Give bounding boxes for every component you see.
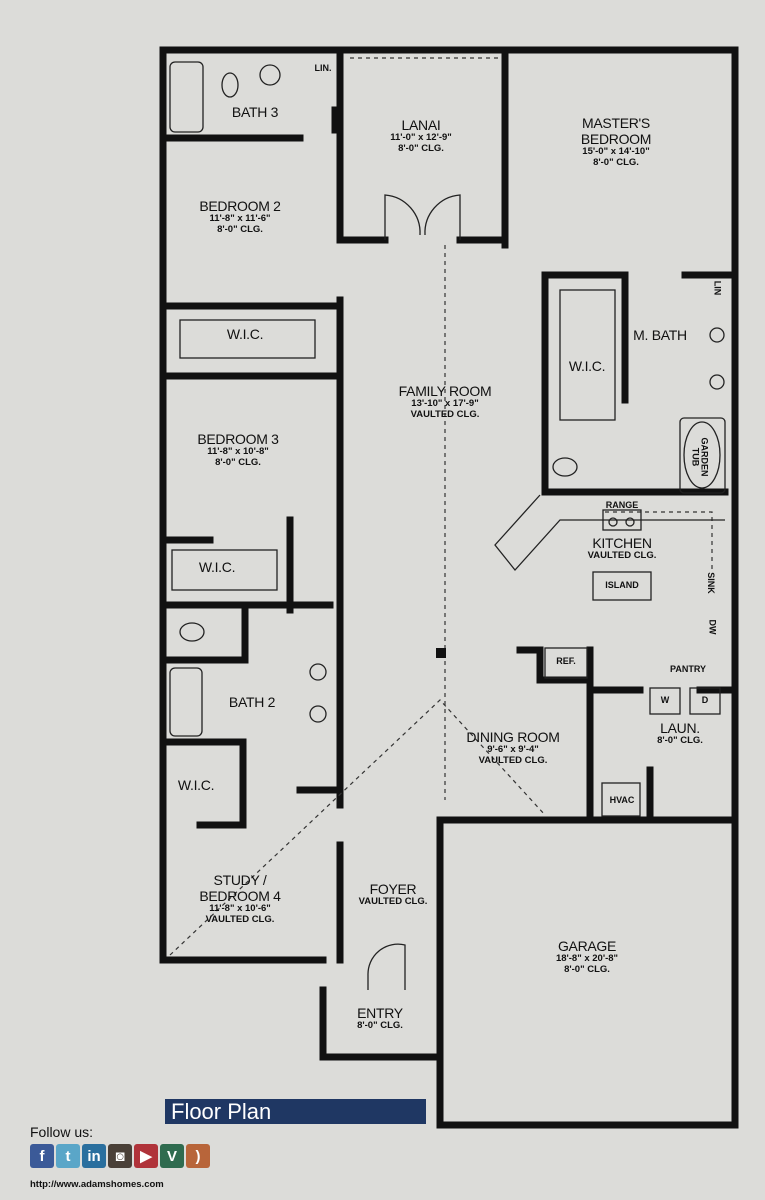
foyer-label: FOYER VAULTED CLG.	[359, 881, 428, 908]
family-room-ceiling: VAULTED CLG.	[410, 409, 480, 421]
study-size: 11'-8" x 10'-6"	[209, 903, 271, 915]
linen-closet-2-label: LIN	[712, 280, 723, 296]
kitchen-label: KITCHEN VAULTED CLG.	[588, 535, 657, 562]
social-icons: f t in ◙ ▶ V )	[30, 1144, 210, 1168]
master-bath-label: M. BATH	[633, 327, 687, 343]
bath-3-label: BATH 3	[231, 104, 279, 120]
family-room-label: FAMILY ROOM 13'-10" x 17'-9" VAULTED CLG…	[399, 383, 492, 421]
lanai-label: LANAI 11'-0" x 12'-9" 8'-0" CLG.	[390, 117, 452, 155]
washer-label: W	[660, 695, 670, 705]
garden-tub-name-1: GARDEN	[699, 437, 710, 477]
garden-tub-name-2: TUB	[690, 447, 701, 467]
laundry-name: LAUN.	[660, 720, 700, 736]
study-ceiling: VAULTED CLG.	[205, 914, 275, 926]
entry-name: ENTRY	[357, 1005, 403, 1021]
hvac-label: HVAC	[609, 795, 635, 805]
entry-label: ENTRY 8'-0" CLG.	[357, 1005, 403, 1032]
dining-room-ceiling: VAULTED CLG.	[478, 755, 548, 767]
garage-name: GARAGE	[557, 938, 617, 954]
vine-icon[interactable]: V	[160, 1144, 184, 1168]
master-name-2: BEDROOM	[580, 131, 652, 148]
garage-label: GARAGE 18'-8" x 20'-8" 8'-0" CLG.	[556, 938, 618, 976]
kitchen-ceiling: VAULTED CLG.	[587, 550, 657, 562]
garage-size: 18'-8" x 20'-8"	[555, 953, 619, 965]
rss-icon[interactable]: )	[186, 1144, 210, 1168]
wic-3-label: W.I.C.	[177, 777, 215, 793]
study-name-2: BEDROOM 4	[199, 888, 281, 905]
laundry-label: LAUN. 8'-0" CLG.	[657, 720, 703, 747]
master-name-1: MASTER'S	[582, 115, 650, 131]
facebook-icon[interactable]: f	[30, 1144, 54, 1168]
master-size: 15'-0" x 14'-10"	[582, 146, 650, 158]
kitchen-name: KITCHEN	[592, 535, 652, 551]
dishwasher-label: DW	[707, 619, 718, 635]
study-name-1: STUDY /	[213, 872, 267, 888]
dining-room-size: 9'-6" x 9'-4"	[487, 744, 539, 756]
bath-2-label: BATH 2	[228, 694, 276, 710]
garage-ceiling: 8'-0" CLG.	[564, 964, 610, 976]
master-wic-label: W.I.C.	[568, 358, 606, 374]
follow-us-label: Follow us:	[30, 1124, 94, 1140]
wic-2-label: W.I.C.	[198, 559, 236, 575]
sink-label: SINK	[705, 572, 716, 594]
foyer-ceiling: VAULTED CLG.	[358, 896, 428, 908]
lanai-name: LANAI	[401, 117, 441, 133]
bedroom-3-size: 11'-8" x 10'-8"	[207, 446, 269, 458]
refrigerator-label: REF.	[556, 656, 576, 666]
foyer-name: FOYER	[369, 881, 417, 897]
bedroom-2-ceiling: 8'-0" CLG.	[217, 224, 263, 236]
lanai-ceiling: 8'-0" CLG.	[398, 143, 444, 155]
range-label: RANGE	[605, 500, 639, 510]
linen-closet-label: LIN.	[314, 63, 332, 73]
floor-plan-title: Floor Plan	[165, 1099, 426, 1124]
twitter-icon[interactable]: t	[56, 1144, 80, 1168]
youtube-icon[interactable]: ▶	[134, 1144, 158, 1168]
bedroom-3-ceiling: 8'-0" CLG.	[215, 457, 261, 469]
master-ceiling: 8'-0" CLG.	[593, 157, 639, 169]
wic-1-label: W.I.C.	[226, 326, 264, 342]
entry-ceiling: 8'-0" CLG.	[357, 1020, 403, 1032]
pantry-label: PANTRY	[670, 664, 706, 674]
dryer-label: D	[701, 695, 709, 705]
laundry-ceiling: 8'-0" CLG.	[657, 735, 703, 747]
linkedin-icon[interactable]: in	[82, 1144, 106, 1168]
website-link[interactable]: http://www.adamshomes.com	[30, 1179, 164, 1190]
bedroom-2-size: 11'-8" x 11'-6"	[209, 213, 271, 225]
garden-tub-label: GARDEN TUB	[690, 437, 710, 477]
bedroom-3-name: BEDROOM 3	[197, 431, 279, 447]
island-label: ISLAND	[605, 580, 639, 590]
master-bedroom-label: MASTER'S BEDROOM 15'-0" x 14'-10" 8'-0" …	[580, 115, 652, 169]
bedroom-2-name: BEDROOM 2	[199, 198, 281, 214]
instagram-icon[interactable]: ◙	[108, 1144, 132, 1168]
family-room-size: 13'-10" x 17'-9"	[411, 398, 479, 410]
dining-room-label: DINING ROOM 9'-6" x 9'-4" VAULTED CLG.	[466, 729, 559, 767]
family-room-name: FAMILY ROOM	[398, 383, 492, 399]
lanai-size: 11'-0" x 12'-9"	[390, 132, 452, 144]
dining-room-name: DINING ROOM	[466, 729, 560, 745]
study-label: STUDY / BEDROOM 4 11'-8" x 10'-6" VAULTE…	[199, 872, 281, 926]
bedroom-3-label: BEDROOM 3 11'-8" x 10'-8" 8'-0" CLG.	[197, 431, 279, 469]
bedroom-2-label: BEDROOM 2 11'-8" x 11'-6" 8'-0" CLG.	[199, 198, 281, 236]
